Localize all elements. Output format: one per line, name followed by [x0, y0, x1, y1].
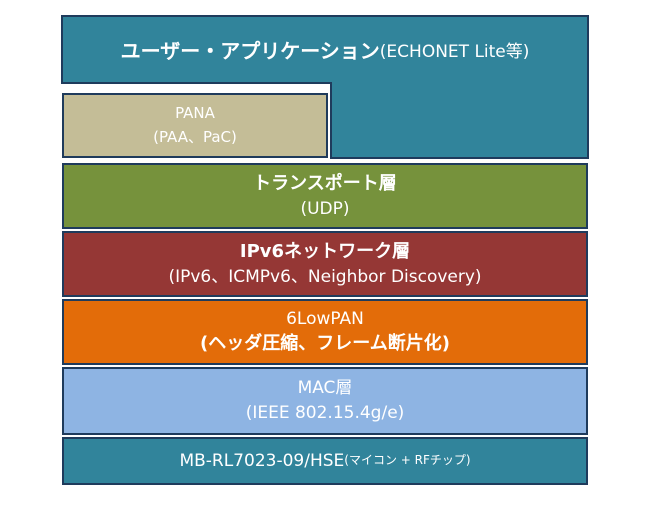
pana-layer: PANA (PAA、PaC) [62, 93, 328, 158]
lowpan-layer-detail: (ヘッダ圧縮、フレーム断片化) [200, 333, 450, 355]
application-layer-label: ユーザー・アプリケーション(ECHONET Lite等) [62, 16, 588, 82]
mac-layer-detail: (IEEE 802.15.4g/e) [245, 403, 405, 423]
mac-layer-title: MAC層 [297, 378, 353, 399]
pana-layer-title: PANA [175, 104, 215, 123]
network-layer: IPv6ネットワーク層 (IPv6、ICMPv6、Neighbor Discov… [62, 231, 588, 297]
chip-layer-main-label: MB-RL7023-09/HSE [179, 450, 345, 471]
chip-layer-sub-label: (マイコン + RFチップ) [344, 453, 471, 468]
application-layer-main-label: ユーザー・アプリケーション [120, 38, 380, 63]
mac-layer: MAC層 (IEEE 802.15.4g/e) [62, 367, 588, 435]
lowpan-layer: 6LowPAN (ヘッダ圧縮、フレーム断片化) [62, 299, 588, 365]
transport-layer-title: トランスポート層 [253, 172, 397, 194]
chip-layer: MB-RL7023-09/HSE(マイコン + RFチップ) [62, 437, 588, 485]
network-layer-title: IPv6ネットワーク層 [239, 240, 411, 262]
pana-layer-detail: (PAA、PaC) [153, 127, 237, 146]
application-layer-polygon [61, 15, 589, 159]
transport-layer: トランスポート層 (UDP) [62, 163, 588, 229]
transport-layer-detail: (UDP) [300, 198, 350, 219]
application-layer-sub-label: (ECHONET Lite等) [379, 41, 530, 62]
lowpan-layer-title: 6LowPAN [286, 308, 364, 329]
network-layer-detail: (IPv6、ICMPv6、Neighbor Discovery) [168, 266, 482, 287]
